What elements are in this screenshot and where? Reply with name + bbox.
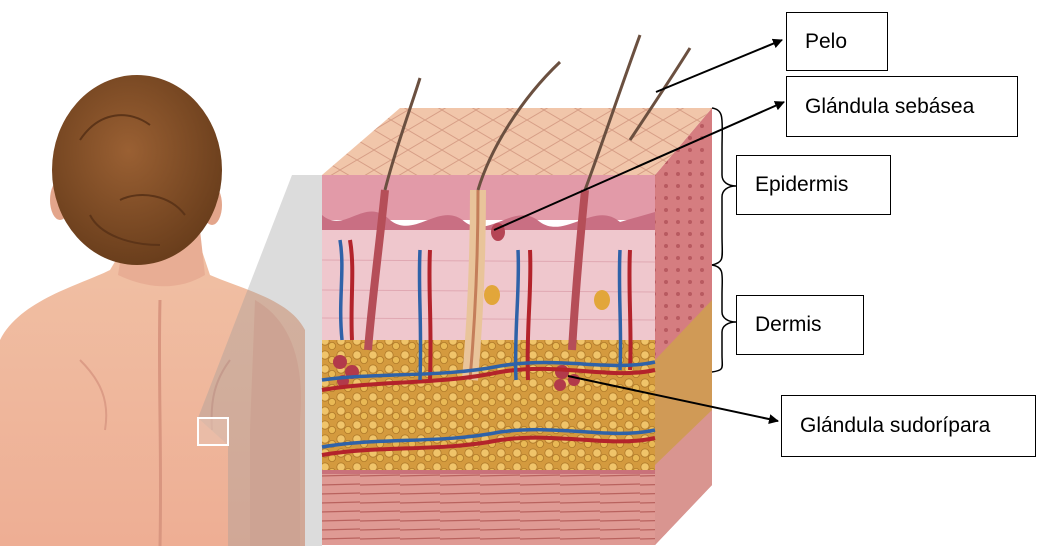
dermis-brace — [712, 265, 736, 372]
child-head — [52, 75, 222, 265]
label-pelo: Pelo — [786, 12, 888, 71]
muscle-layer — [322, 470, 655, 545]
skin-surface — [322, 108, 712, 175]
pelo-arrow — [656, 40, 782, 92]
label-glandula-sudoripara: Glándula sudorípara — [781, 395, 1036, 457]
label-epidermis: Epidermis — [736, 155, 891, 215]
skin-block — [322, 35, 712, 545]
zoom-square-icon — [198, 418, 228, 445]
label-glandula-sebacea: Glándula sebásea — [786, 76, 1018, 137]
label-dermis: Dermis — [736, 295, 864, 355]
